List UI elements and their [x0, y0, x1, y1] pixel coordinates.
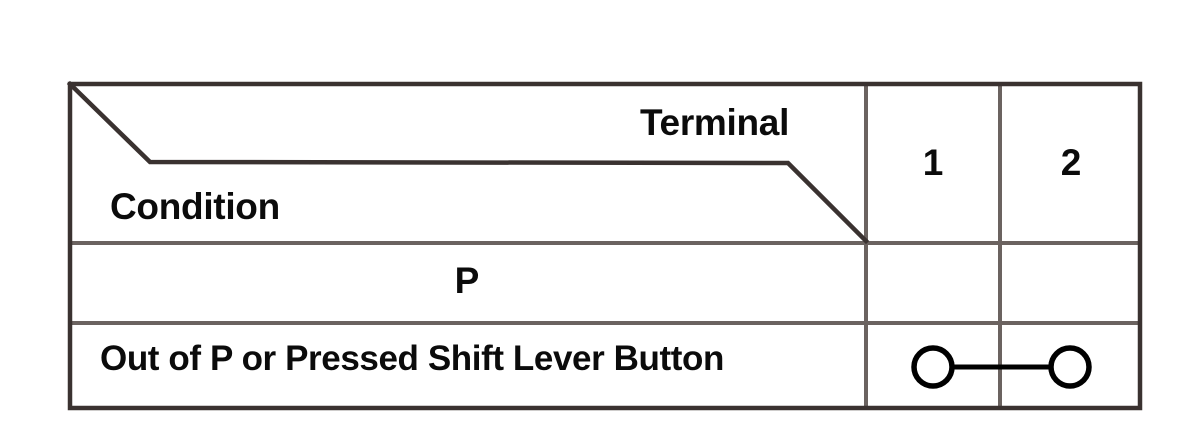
header-terminal-label: Terminal: [640, 102, 790, 143]
header-terminal-column-2: 2: [1060, 142, 1082, 183]
header-condition-label: Condition: [110, 186, 280, 227]
continuity-terminal-1-circle: [911, 345, 955, 389]
header-diagonal-split-line: [66, 80, 870, 245]
row-condition-p-label: P: [454, 260, 480, 301]
continuity-terminal-2-circle: [1048, 345, 1092, 389]
continuity-table: Terminal Condition 1 2 P Out of P or Pre…: [66, 80, 1143, 411]
header-terminal-column-1: 1: [922, 142, 944, 183]
table-background: [68, 82, 1142, 410]
row-condition-out-of-p-label: Out of P or Pressed Shift Lever Button: [100, 339, 724, 378]
continuity-symbol: [911, 345, 1092, 389]
table-grid-and-symbols: [66, 80, 1143, 411]
table-outer-border: [67, 81, 1143, 411]
